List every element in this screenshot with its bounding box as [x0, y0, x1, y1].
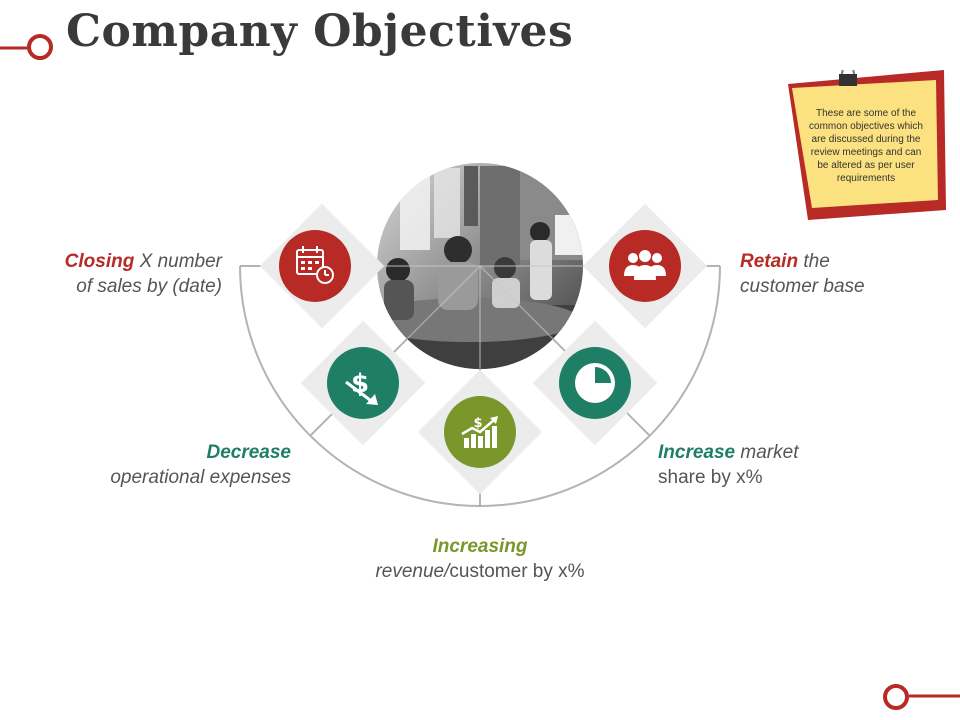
dollar-down-icon: $ [345, 369, 378, 405]
pie-chart-icon [575, 363, 615, 403]
decrease-emphasis: Decrease [206, 442, 291, 463]
svg-text:$: $ [473, 416, 482, 431]
closing-label: Closing X number of sales by (date) [65, 249, 222, 299]
decrease-label: Decrease operational expenses [110, 440, 291, 490]
revenue-emphasis: Increasing [432, 536, 528, 557]
note-paper [792, 80, 938, 208]
note-text: These are some of the common objectives … [809, 108, 923, 184]
users-icon [624, 250, 666, 280]
sticky-note [788, 70, 946, 220]
decrease-line2: operational expenses [110, 467, 291, 488]
retain-label: Retain the customer base [740, 249, 865, 299]
revenue-line2-normal: customer by x% [449, 561, 585, 582]
closing-emphasis: Closing [64, 251, 135, 272]
retain-emphasis: Retain [740, 251, 799, 272]
retain-line1-rest: the [798, 251, 830, 272]
dollar-growth-chart-icon: $ [461, 416, 498, 448]
revenue-label: Increasing revenue/customer by x% [330, 534, 630, 584]
closing-line2: of sales by (date) [76, 276, 222, 297]
page-title: Company Objectives [66, 6, 574, 57]
increase-label: Increase market share by x% [658, 440, 798, 490]
decrease-node: $ [300, 320, 426, 446]
closing-node [259, 203, 385, 329]
increase-line2: share by x% [658, 467, 763, 488]
bottom-right-ring [883, 684, 909, 710]
closing-line1-rest: X number [134, 251, 222, 272]
retain-line2: customer base [740, 276, 865, 297]
retain-node [582, 203, 708, 329]
svg-text:$: $ [351, 369, 369, 399]
revenue-node: $ [417, 369, 543, 495]
increase-node [532, 320, 658, 446]
increase-line1-rest: market [735, 442, 799, 463]
increase-emphasis: Increase [658, 442, 736, 463]
top-left-ring [27, 34, 53, 60]
binder-clip-icon [839, 70, 857, 86]
meeting-photo [377, 163, 583, 369]
calendar-clock-icon [296, 246, 334, 284]
revenue-line2-italic: revenue/ [375, 561, 450, 582]
